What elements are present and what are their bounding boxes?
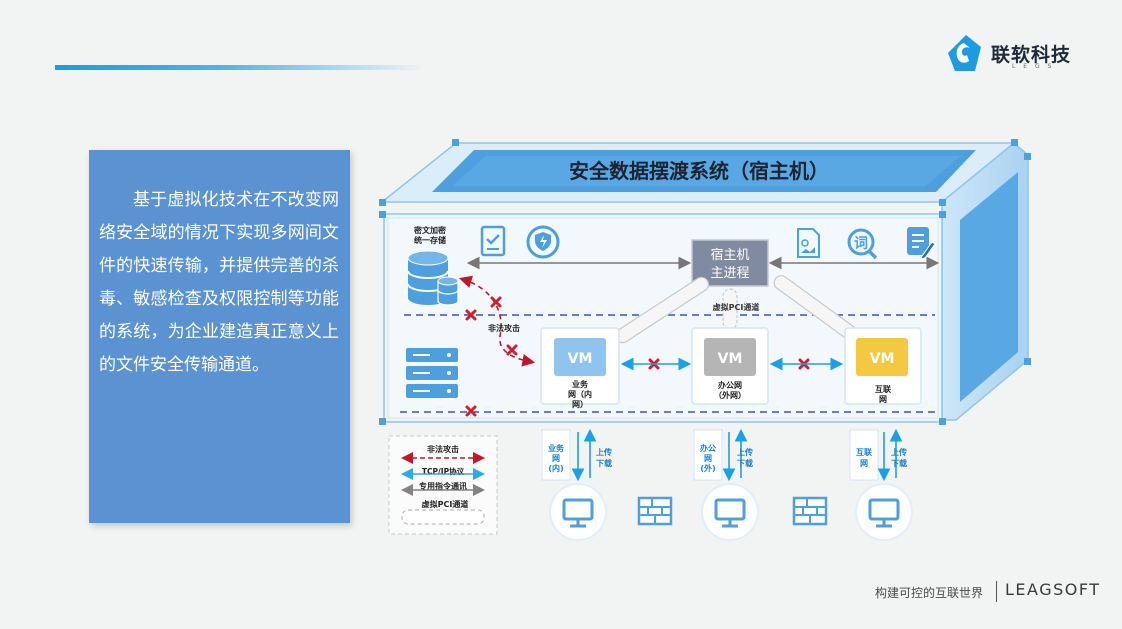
- terminal-business-net1: 业务: [548, 443, 565, 453]
- terminal-office-net2: 网: [704, 454, 712, 463]
- illegal-attack-curve: [458, 275, 536, 367]
- vm-internet-line2: 网: [879, 395, 887, 404]
- terminal-business: 业务 网 (内) 上传 下载: [541, 428, 612, 541]
- vm-label: VM: [718, 351, 743, 367]
- vm-office-line2: （外网）: [714, 390, 746, 400]
- legend-illegal-attack: 非法攻击: [427, 444, 459, 454]
- firewall-icon: [637, 496, 673, 526]
- document-image-icon: [797, 228, 820, 258]
- download-label: 下载: [737, 458, 753, 468]
- vm-internet-line1: 互联: [875, 384, 891, 394]
- host-process-line1: 宿主机: [710, 247, 749, 263]
- svg-text:词: 词: [854, 236, 868, 252]
- terminal-office: 办公 网 (外) 上传 下载: [693, 428, 759, 541]
- vm-card-internet: VM 互联 网: [844, 327, 922, 405]
- vm-business-line1: 业务: [572, 379, 589, 389]
- vm-office-line1: 办公网: [718, 380, 742, 390]
- monitor-icon: [562, 498, 594, 528]
- upload-label: 上传: [891, 447, 907, 457]
- checklist-icon: [480, 225, 506, 257]
- vm-label: VM: [568, 351, 593, 367]
- description-panel: 基于虚拟化技术在不改变网络安全域的情况下实现多网间文件的快速传输，并提供完善的杀…: [89, 150, 350, 523]
- upload-label: 上传: [737, 447, 753, 457]
- vm-business-line2: 网（内: [568, 389, 592, 399]
- vm-business-line3: 网）: [572, 399, 588, 409]
- terminal-business-net3: (内): [548, 463, 563, 473]
- firewall-icon: [792, 496, 828, 526]
- logo-subtext: L E G S: [1012, 63, 1055, 70]
- virtual-pci-tubes: [614, 275, 859, 344]
- upload-label: 上传: [596, 447, 612, 457]
- storage-label-line1: 密文加密: [413, 225, 446, 235]
- logo-text: 联软科技: [991, 44, 1072, 66]
- diagram-title: 安全数据摆渡系统（宿主机）: [569, 159, 829, 183]
- terminal-internet: 互联 网 上传 下载: [849, 428, 913, 541]
- terminal-business-net2: 网: [552, 454, 560, 463]
- vm-card-business: VM 业务 网（内 网）: [540, 327, 620, 409]
- vm-label: VM: [870, 351, 895, 367]
- logo-icon: [948, 35, 981, 71]
- storage-label-line2: 统一存储: [414, 235, 446, 245]
- box-top-face: [379, 142, 1017, 203]
- terminal-office-net1: 办公: [700, 443, 716, 453]
- footer-separator: [996, 581, 997, 602]
- monitor-icon: [714, 498, 746, 528]
- download-label: 下载: [891, 458, 907, 468]
- notepad-pen-icon: [907, 227, 936, 260]
- terminal-internet-net1: 互联: [856, 447, 872, 457]
- box-right-face: [941, 142, 1029, 421]
- virtual-pci-label: 虚拟PCI通道: [713, 302, 760, 312]
- vm-card-office: VM 办公网 （外网）: [691, 327, 769, 405]
- selection-handles: [379, 139, 1031, 425]
- legend-virtual-pci: 虚拟PCI通道: [422, 499, 469, 509]
- database-icon: [407, 250, 459, 306]
- description-text: 基于虚拟化技术在不改变网络安全域的情况下实现多网间文件的快速传输，并提供完善的杀…: [99, 190, 339, 375]
- download-label: 下载: [596, 458, 612, 468]
- terminal-office-net3: (外): [700, 463, 715, 473]
- terminal-internet-net2: 网: [860, 459, 868, 468]
- header-accent-bar: [55, 65, 425, 70]
- footer-slogan: 构建可控的互联世界: [875, 586, 984, 600]
- monitor-icon: [868, 498, 900, 528]
- host-process-line2: 主进程: [710, 266, 749, 281]
- legend: 非法攻击 TCP/IP协议 专用指令通讯 虚拟PCI通道: [388, 435, 498, 535]
- illegal-attack-label: 非法攻击: [488, 323, 520, 333]
- server-rack-icon: [406, 348, 458, 398]
- footer-wordmark: LEAGSOFT: [1005, 580, 1101, 599]
